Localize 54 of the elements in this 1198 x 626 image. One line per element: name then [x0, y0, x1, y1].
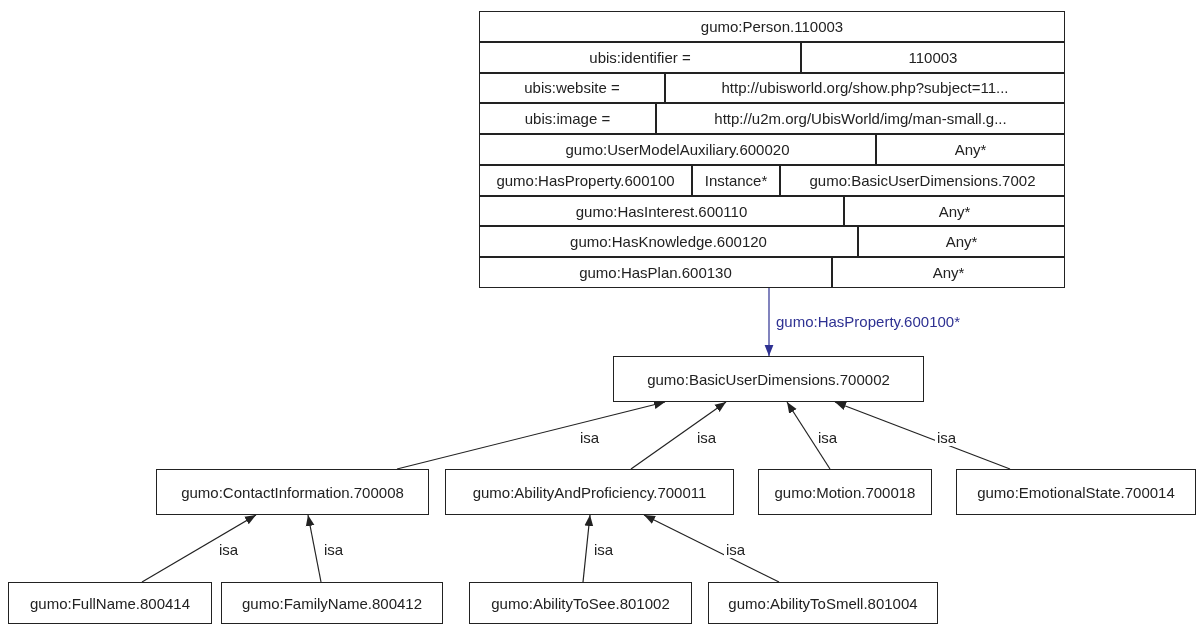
table-cell: ubis:identifier = — [479, 41, 801, 73]
arrow — [396, 400, 666, 470]
class-name: gumo:ContactInformation.700008 — [181, 483, 404, 501]
table-cell: gumo:HasProperty.600100 — [479, 164, 692, 196]
edge-label: isa — [578, 430, 602, 446]
edge-label: isa — [816, 430, 840, 446]
class-box — [445, 469, 734, 515]
arrow — [630, 401, 727, 470]
edge-label: gumo:HasProperty.600100* — [774, 314, 962, 330]
edge-label: isa — [724, 542, 748, 558]
edge-label: isa — [217, 542, 241, 558]
arrow — [141, 514, 257, 583]
arrow — [764, 287, 774, 357]
class-name: gumo:FamilyName.800412 — [241, 594, 423, 612]
table-cell: Any* — [844, 195, 1065, 227]
edge-label: isa — [935, 430, 959, 446]
edge-label: isa — [592, 542, 616, 558]
class-box — [156, 469, 429, 515]
class-name: gumo:AbilityToSee.801002 — [491, 594, 670, 612]
class-box — [758, 469, 932, 515]
class-box — [221, 582, 443, 624]
table-cell: gumo:BasicUserDimensions.7002 — [780, 164, 1065, 196]
table-cell: Any* — [858, 226, 1065, 258]
edge-label: isa — [322, 542, 346, 558]
table-cell: http://u2m.org/UbisWorld/img/man-small.g... — [656, 103, 1065, 135]
class-box — [956, 469, 1196, 515]
arrow — [643, 514, 780, 583]
arrow — [834, 401, 1011, 470]
table-cell: gumo:UserModelAuxiliary.600020 — [479, 134, 876, 165]
table-cell: Any* — [832, 257, 1065, 288]
class-name: gumo:AbilityToSmell.801004 — [728, 594, 918, 612]
table-cell: ubis:website = — [479, 72, 665, 104]
table-cell: Any* — [876, 134, 1065, 165]
table-cell: ubis:image = — [479, 103, 656, 135]
class-box — [469, 582, 692, 624]
class-name: gumo:FullName.800414 — [29, 594, 191, 612]
class-name: gumo:AbilityAndProficiency.700011 — [472, 483, 707, 501]
arrow — [582, 514, 594, 583]
table-cell: gumo:HasInterest.600110 — [479, 195, 844, 227]
class-name: gumo:EmotionalState.700014 — [977, 483, 1175, 501]
class-box — [708, 582, 938, 624]
edge-label: isa — [695, 430, 719, 446]
arrow — [305, 514, 322, 583]
arrow — [786, 401, 831, 470]
class-box — [613, 356, 924, 402]
table-cell: gumo:HasKnowledge.600120 — [479, 226, 858, 258]
class-box — [8, 582, 212, 624]
table-cell: Instance* — [692, 164, 780, 196]
class-table — [479, 11, 1065, 288]
table-cell: gumo:HasPlan.600130 — [479, 257, 832, 288]
table-cell: 110003 — [801, 41, 1065, 73]
table-cell: http://ubisworld.org/show.php?subject=11... — [665, 72, 1065, 104]
class-name: gumo:Motion.700018 — [774, 483, 916, 501]
class-name: gumo:BasicUserDimensions.700002 — [647, 370, 890, 388]
